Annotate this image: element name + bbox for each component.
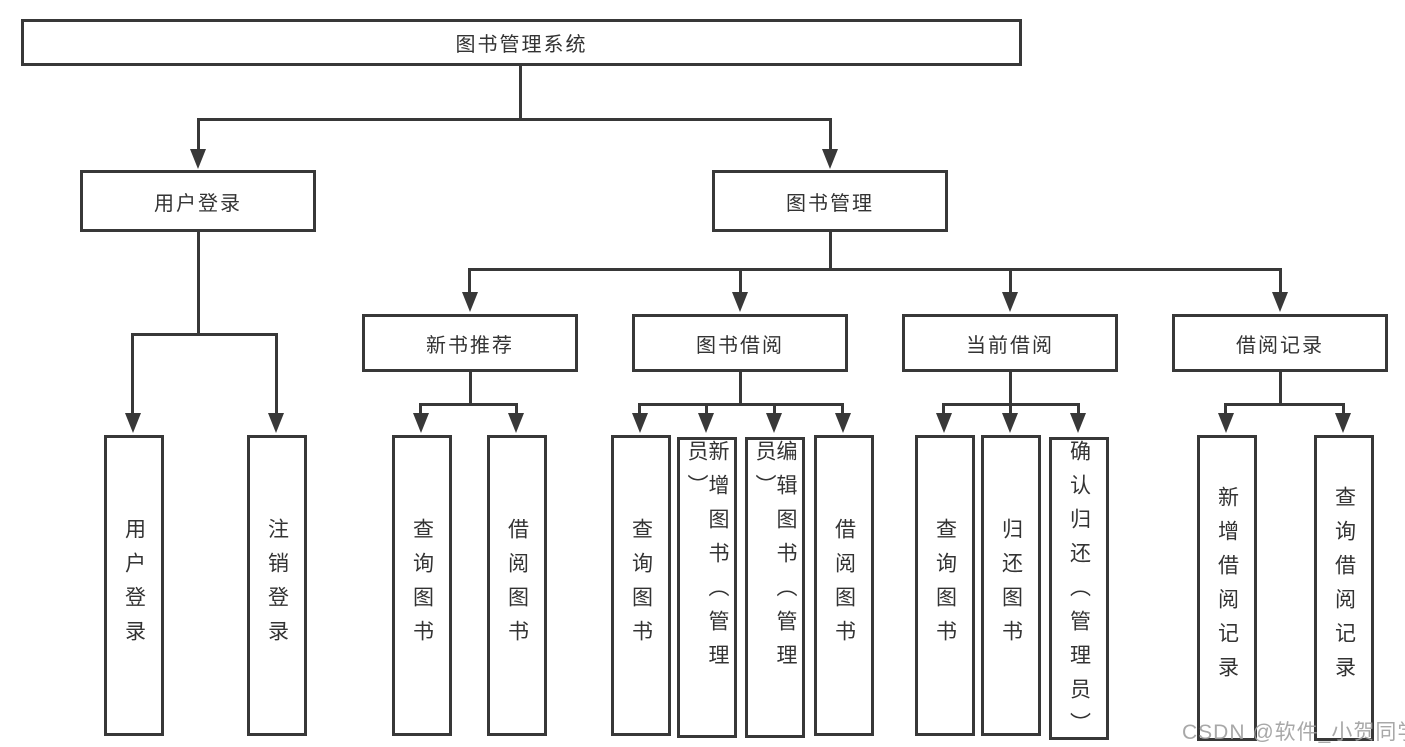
connector-line <box>739 372 742 405</box>
connector-line <box>638 403 844 406</box>
connector-line <box>638 403 641 417</box>
connector-line <box>705 403 708 417</box>
connector-line <box>197 118 200 154</box>
node-label: 图书借阅 <box>696 334 784 357</box>
connector-line <box>829 232 832 270</box>
node-label: 用户登录 <box>122 517 146 654</box>
connector-line <box>419 403 518 406</box>
arrowhead <box>936 413 952 433</box>
connector-line <box>1224 403 1227 417</box>
node-label: 注销登录 <box>265 517 289 654</box>
leaf-return-book: 归还图书 <box>981 435 1041 736</box>
connector-line <box>1009 372 1012 405</box>
arrowhead <box>1070 413 1086 433</box>
arrowhead <box>268 413 284 433</box>
connector-line <box>1279 268 1282 296</box>
connector-line <box>1279 372 1282 405</box>
leaf-add-book-admin: 新增图书（管理员） <box>677 437 737 738</box>
node-current-borrow: 当前借阅 <box>902 314 1118 372</box>
arrowhead <box>698 413 714 433</box>
leaf-query-borrow-record: 查询借阅记录 <box>1314 435 1374 741</box>
leaf-user-login: 用户登录 <box>104 435 164 736</box>
arrowhead <box>190 149 206 169</box>
node-user-login: 用户登录 <box>80 170 316 232</box>
node-label: 借阅图书 <box>505 517 529 654</box>
arrowhead <box>1002 413 1018 433</box>
connector-line <box>131 333 134 417</box>
node-label: 归还图书 <box>999 517 1023 654</box>
connector-line <box>519 66 522 120</box>
leaf-edit-book-admin: 编辑图书（管理员） <box>745 437 805 738</box>
connector-line <box>468 268 1282 271</box>
arrowhead <box>822 149 838 169</box>
arrowhead <box>732 292 748 312</box>
connector-line <box>469 372 472 405</box>
connector-line <box>131 333 278 336</box>
arrowhead <box>632 413 648 433</box>
node-new-book-recommend: 新书推荐 <box>362 314 578 372</box>
node-label: 当前借阅 <box>966 334 1054 357</box>
arrowhead <box>125 413 141 433</box>
node-label: 新增借阅记录 <box>1215 486 1239 690</box>
connector-line <box>942 403 945 417</box>
leaf-confirm-return-admin: 确认归还（管理员） <box>1049 437 1109 746</box>
node-label: 查询图书 <box>410 517 434 654</box>
node-label: 新书推荐 <box>426 334 514 357</box>
arrowhead <box>1002 292 1018 312</box>
node-label: 图书管理 <box>786 192 874 215</box>
connector-line <box>841 403 844 417</box>
connector-line <box>515 403 518 417</box>
node-label: 借阅图书 <box>832 517 856 654</box>
node-label: 新增图书（管理员） <box>685 440 729 678</box>
node-book-management: 图书管理 <box>712 170 948 232</box>
connector-line <box>829 118 832 154</box>
watermark: CSDN @软件_小贺同学 <box>1182 721 1405 744</box>
node-borrow-records: 借阅记录 <box>1172 314 1388 372</box>
connector-line <box>773 403 776 417</box>
arrowhead <box>508 413 524 433</box>
node-label: 查询图书 <box>933 517 957 654</box>
node-label: 用户登录 <box>154 192 242 215</box>
leaf-query-books-current: 查询图书 <box>915 435 975 736</box>
node-root: 图书管理系统 <box>21 19 1022 66</box>
arrowhead <box>1272 292 1288 312</box>
node-label: 借阅记录 <box>1236 334 1324 357</box>
leaf-query-books-borrow: 查询图书 <box>611 435 671 736</box>
node-label: 图书管理系统 <box>455 34 588 56</box>
arrowhead <box>413 413 429 433</box>
connector-line <box>1077 403 1080 417</box>
connector-line <box>197 232 200 335</box>
connector-line <box>1009 268 1012 296</box>
node-label: 确认归还（管理员） <box>1067 440 1091 746</box>
arrowhead <box>1335 413 1351 433</box>
arrowhead <box>1218 413 1234 433</box>
node-label: 查询图书 <box>629 517 653 654</box>
node-label: 编辑图书（管理员） <box>753 440 797 678</box>
connector-line <box>1224 403 1345 406</box>
arrowhead <box>462 292 478 312</box>
arrowhead <box>766 413 782 433</box>
leaf-query-books-recommend: 查询图书 <box>392 435 452 736</box>
connector-line <box>739 268 742 296</box>
node-label: 查询借阅记录 <box>1332 486 1356 690</box>
arrowhead <box>835 413 851 433</box>
connector-line <box>275 333 278 417</box>
leaf-borrow-books-2: 借阅图书 <box>814 435 874 736</box>
connector-line <box>1342 403 1345 417</box>
node-book-borrow: 图书借阅 <box>632 314 848 372</box>
connector-line <box>1009 403 1012 417</box>
leaf-borrow-books-recommend: 借阅图书 <box>487 435 547 736</box>
connector-line <box>197 118 832 121</box>
leaf-logout: 注销登录 <box>247 435 307 736</box>
connector-line <box>419 403 422 417</box>
connector-line <box>468 268 471 296</box>
leaf-add-borrow-record: 新增借阅记录 <box>1197 435 1257 741</box>
